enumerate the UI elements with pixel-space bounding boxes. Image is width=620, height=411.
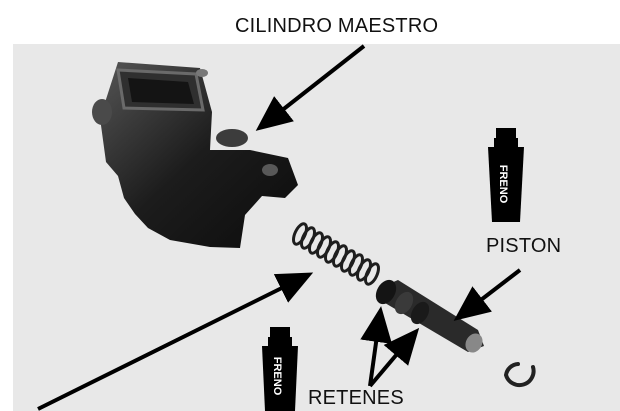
- circlip: [503, 362, 536, 388]
- spring: [292, 222, 380, 286]
- arrow-piston: [453, 268, 522, 321]
- master-cylinder: [92, 62, 298, 248]
- label-piston: PISTON: [486, 235, 562, 257]
- arrow-seal-2: [368, 327, 420, 388]
- arrow-master-cylinder: [255, 44, 366, 131]
- tube-label-bottom: FRENO: [271, 357, 283, 396]
- piston-part: [375, 279, 484, 353]
- tube-label-top: FRENO: [497, 165, 509, 204]
- arrow-seal-1: [360, 306, 392, 387]
- label-seals: RETENES: [308, 387, 404, 409]
- arrow-spring: [37, 272, 314, 411]
- brake-fluid-tube-bottom: [262, 327, 298, 411]
- brake-fluid-tube-top: [488, 128, 524, 222]
- label-master-cylinder: CILINDRO MAESTRO: [235, 15, 439, 37]
